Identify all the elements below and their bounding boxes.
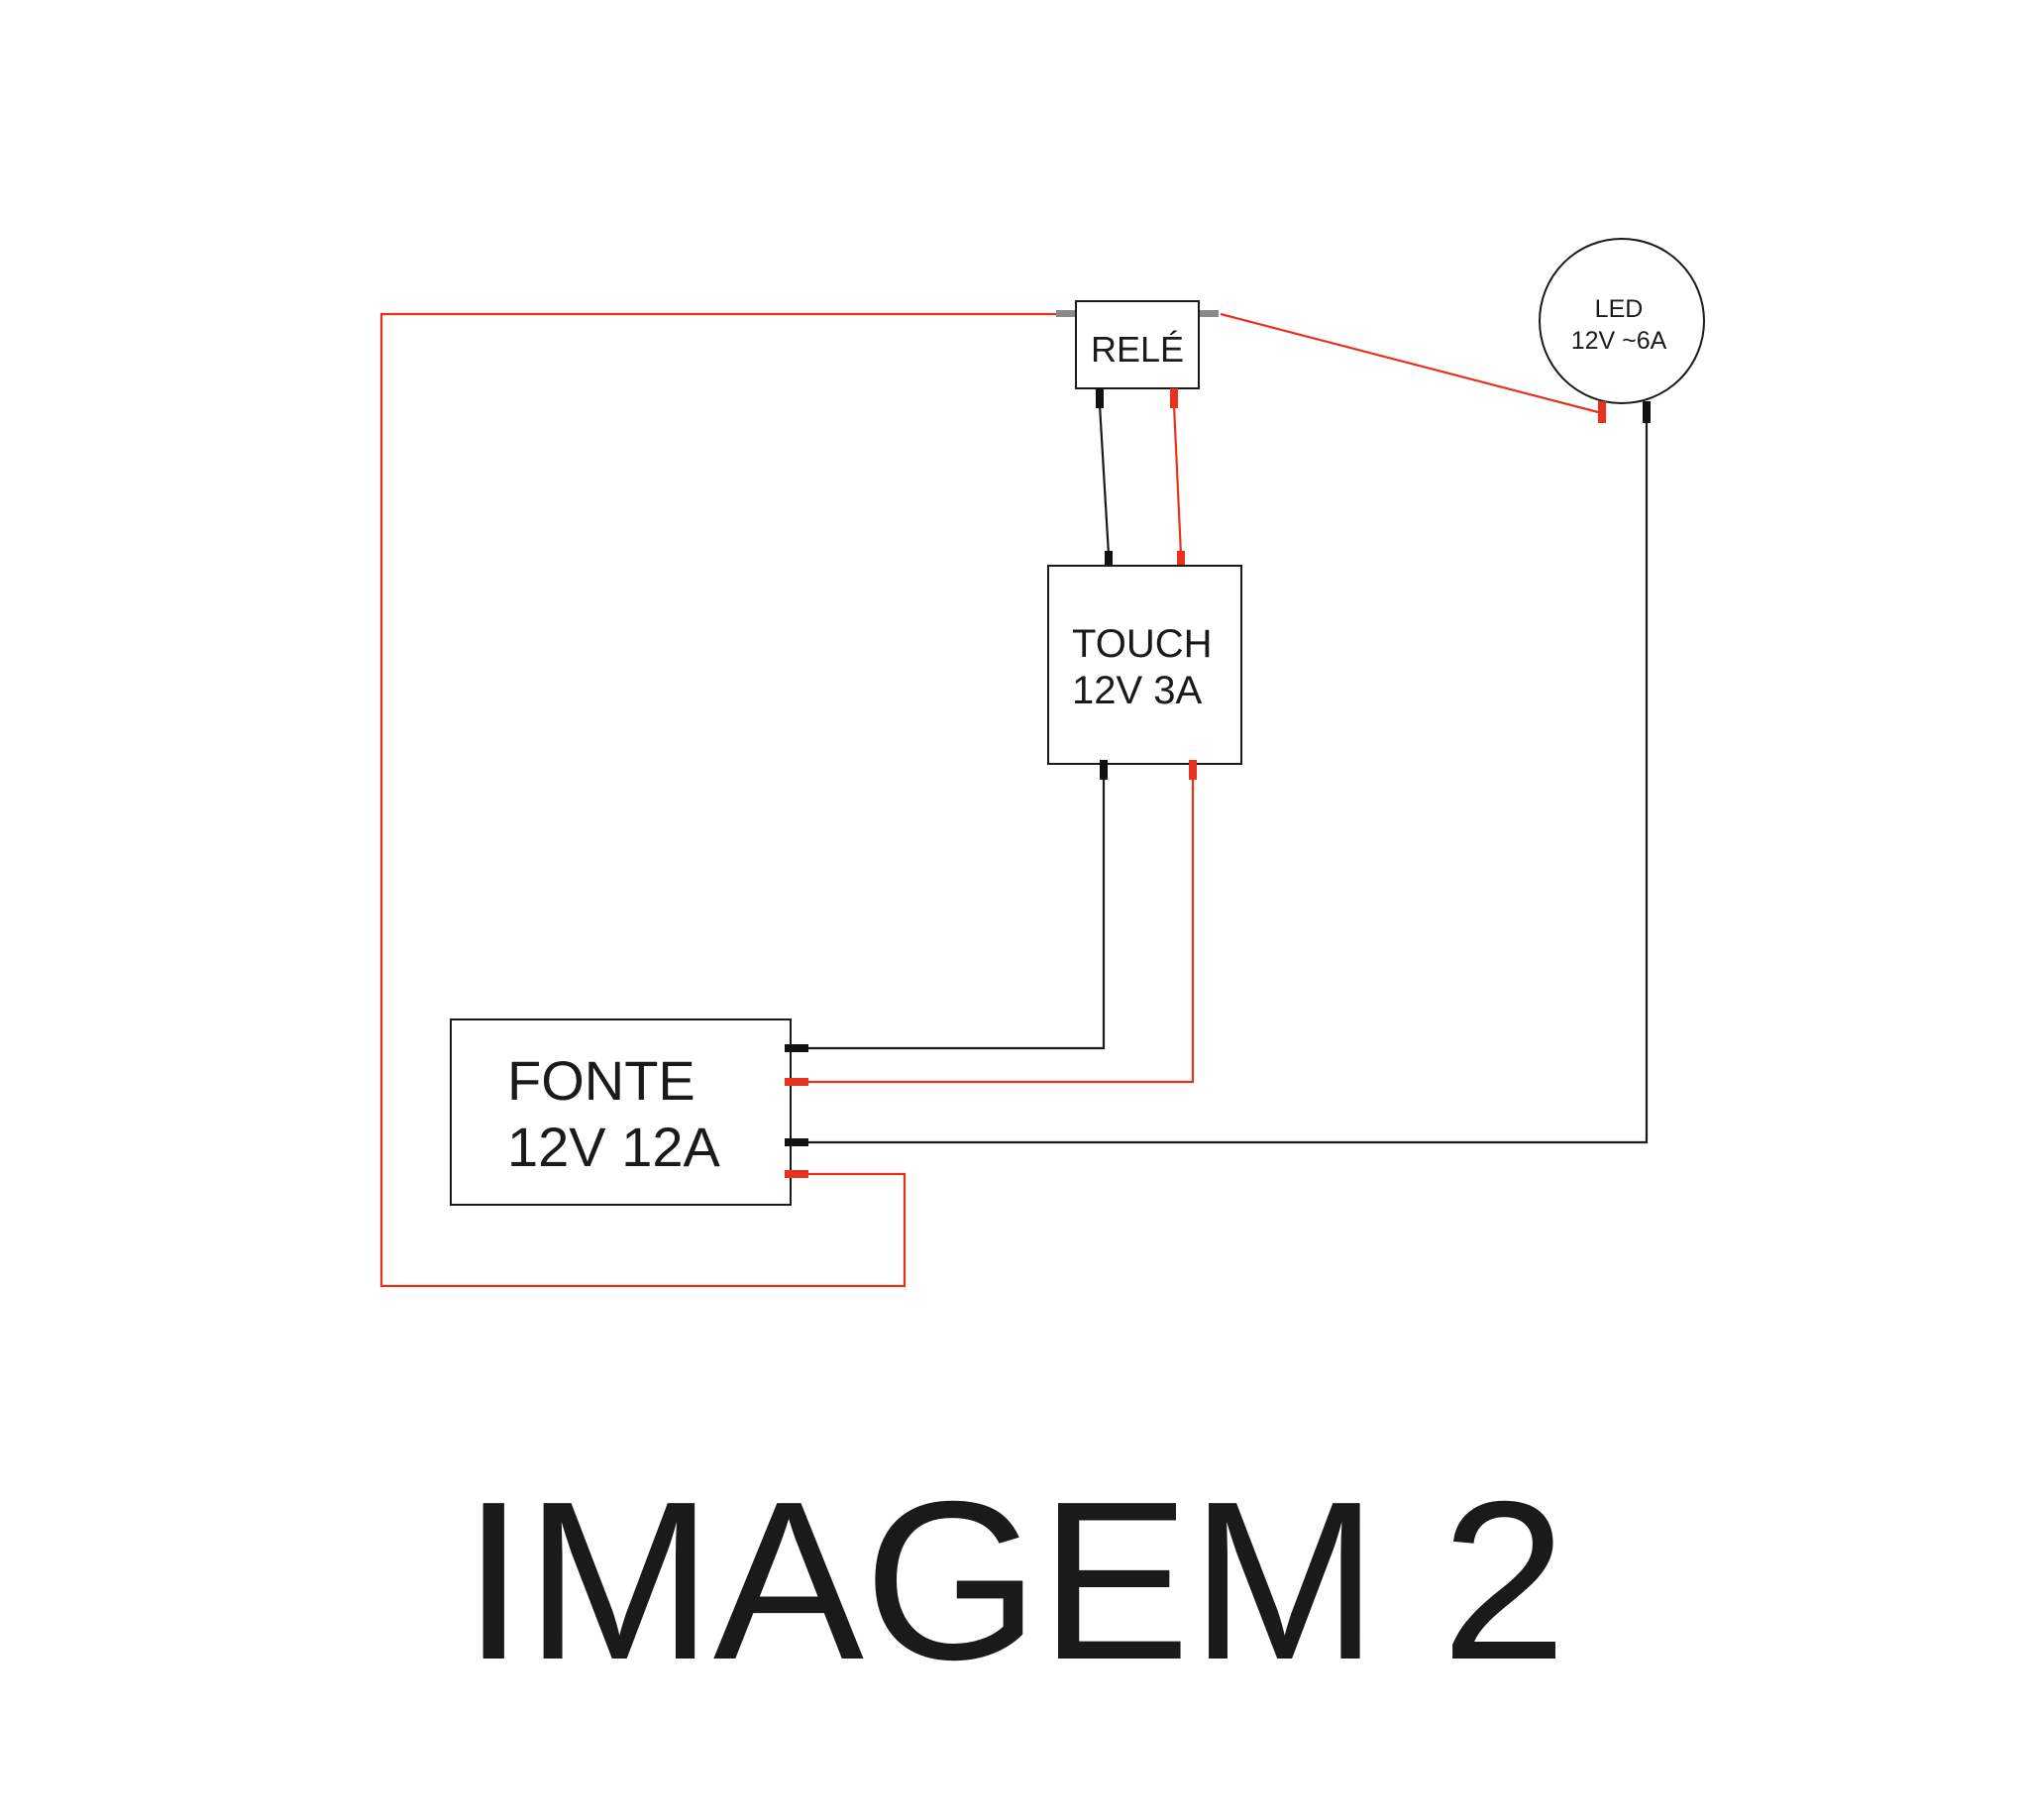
relay-component: RELÉ bbox=[1056, 300, 1219, 408]
fonte-terminal-negative-1 bbox=[785, 1044, 808, 1052]
relay-terminal-left bbox=[1056, 310, 1076, 317]
relay-terminal-right bbox=[1199, 310, 1219, 317]
touch-box bbox=[1047, 565, 1242, 765]
fonte-terminal-positive-2 bbox=[785, 1170, 808, 1178]
fonte-label-name: FONTE bbox=[507, 1049, 695, 1112]
wire-relay-to-led-positive bbox=[1220, 312, 1603, 415]
wire-relay-to-fonte-positive bbox=[379, 312, 1056, 1288]
figure-caption: IMAGEM 2 bbox=[463, 1455, 1567, 1707]
wire-touch-to-fonte-negative bbox=[801, 778, 1106, 1050]
fonte-terminal-negative-2 bbox=[785, 1138, 808, 1146]
touch-terminal-bottom-positive bbox=[1189, 760, 1197, 780]
fonte-component: FONTE 12V 12A bbox=[450, 1018, 808, 1206]
wire-touch-to-fonte-positive bbox=[801, 778, 1195, 1084]
wire-relay-to-touch-positive bbox=[1172, 404, 1183, 556]
wire-relay-to-touch-negative bbox=[1098, 404, 1111, 556]
relay-label: RELÉ bbox=[1091, 329, 1184, 370]
touch-label-name: TOUCH bbox=[1072, 622, 1212, 666]
touch-label-rating: 12V 3A bbox=[1072, 669, 1203, 712]
led-terminal-negative bbox=[1643, 401, 1651, 423]
relay-terminal-positive bbox=[1170, 388, 1178, 408]
relay-box bbox=[1075, 300, 1200, 389]
led-component: LED 12V ~6A bbox=[1539, 238, 1705, 423]
relay-terminal-negative bbox=[1096, 388, 1104, 408]
wire-led-to-fonte-negative bbox=[801, 413, 1649, 1144]
fonte-label-rating: 12V 12A bbox=[507, 1116, 720, 1178]
led-label-rating: 12V ~6A bbox=[1571, 327, 1667, 355]
fonte-terminal-positive-1 bbox=[785, 1078, 808, 1086]
touch-terminal-bottom-negative bbox=[1100, 760, 1108, 780]
led-terminal-positive bbox=[1598, 401, 1606, 423]
touch-terminal-top-negative bbox=[1105, 551, 1113, 571]
fonte-box bbox=[450, 1018, 792, 1206]
touch-terminal-top-positive bbox=[1177, 551, 1185, 571]
led-label-name: LED bbox=[1595, 295, 1644, 323]
touch-component: TOUCH 12V 3A bbox=[1047, 551, 1242, 780]
led-circle bbox=[1539, 238, 1705, 404]
